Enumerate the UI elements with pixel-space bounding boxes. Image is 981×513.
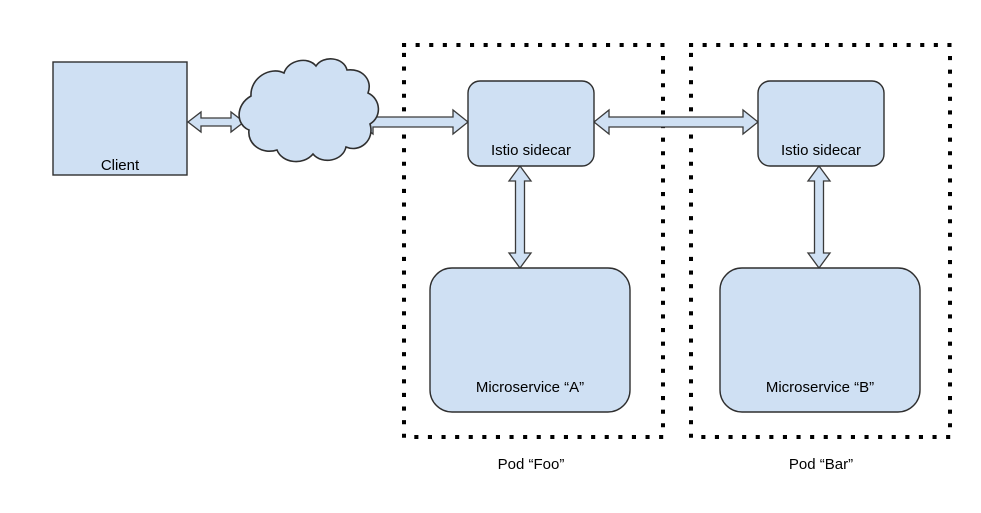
node-network-cloud[interactable] <box>238 58 380 163</box>
node-microservice-a-label: Microservice “A” <box>476 379 584 396</box>
node-sidecar-bar[interactable]: Istio sidecar <box>757 80 885 167</box>
node-microservice-b[interactable]: Microservice “B” <box>719 267 921 413</box>
node-microservice-b-label: Microservice “B” <box>766 379 874 396</box>
node-client[interactable]: Client <box>52 61 188 176</box>
pod-label-bar: Pod “Bar” <box>789 456 853 473</box>
node-sidecar-bar-label: Istio sidecar <box>781 142 861 159</box>
node-sidecar-foo[interactable]: Istio sidecar <box>467 80 595 167</box>
node-sidecar-foo-label: Istio sidecar <box>491 142 571 159</box>
node-microservice-a[interactable]: Microservice “A” <box>429 267 631 413</box>
connector-sidecar-foo-microservice-a <box>507 164 533 270</box>
connector-client-network <box>186 110 246 134</box>
node-client-label: Client <box>101 157 140 174</box>
connector-sidecar-bar-microservice-b <box>806 164 832 270</box>
pod-label-foo: Pod “Foo” <box>498 456 565 473</box>
connector-sidecar-foo-sidecar-bar <box>592 108 760 136</box>
